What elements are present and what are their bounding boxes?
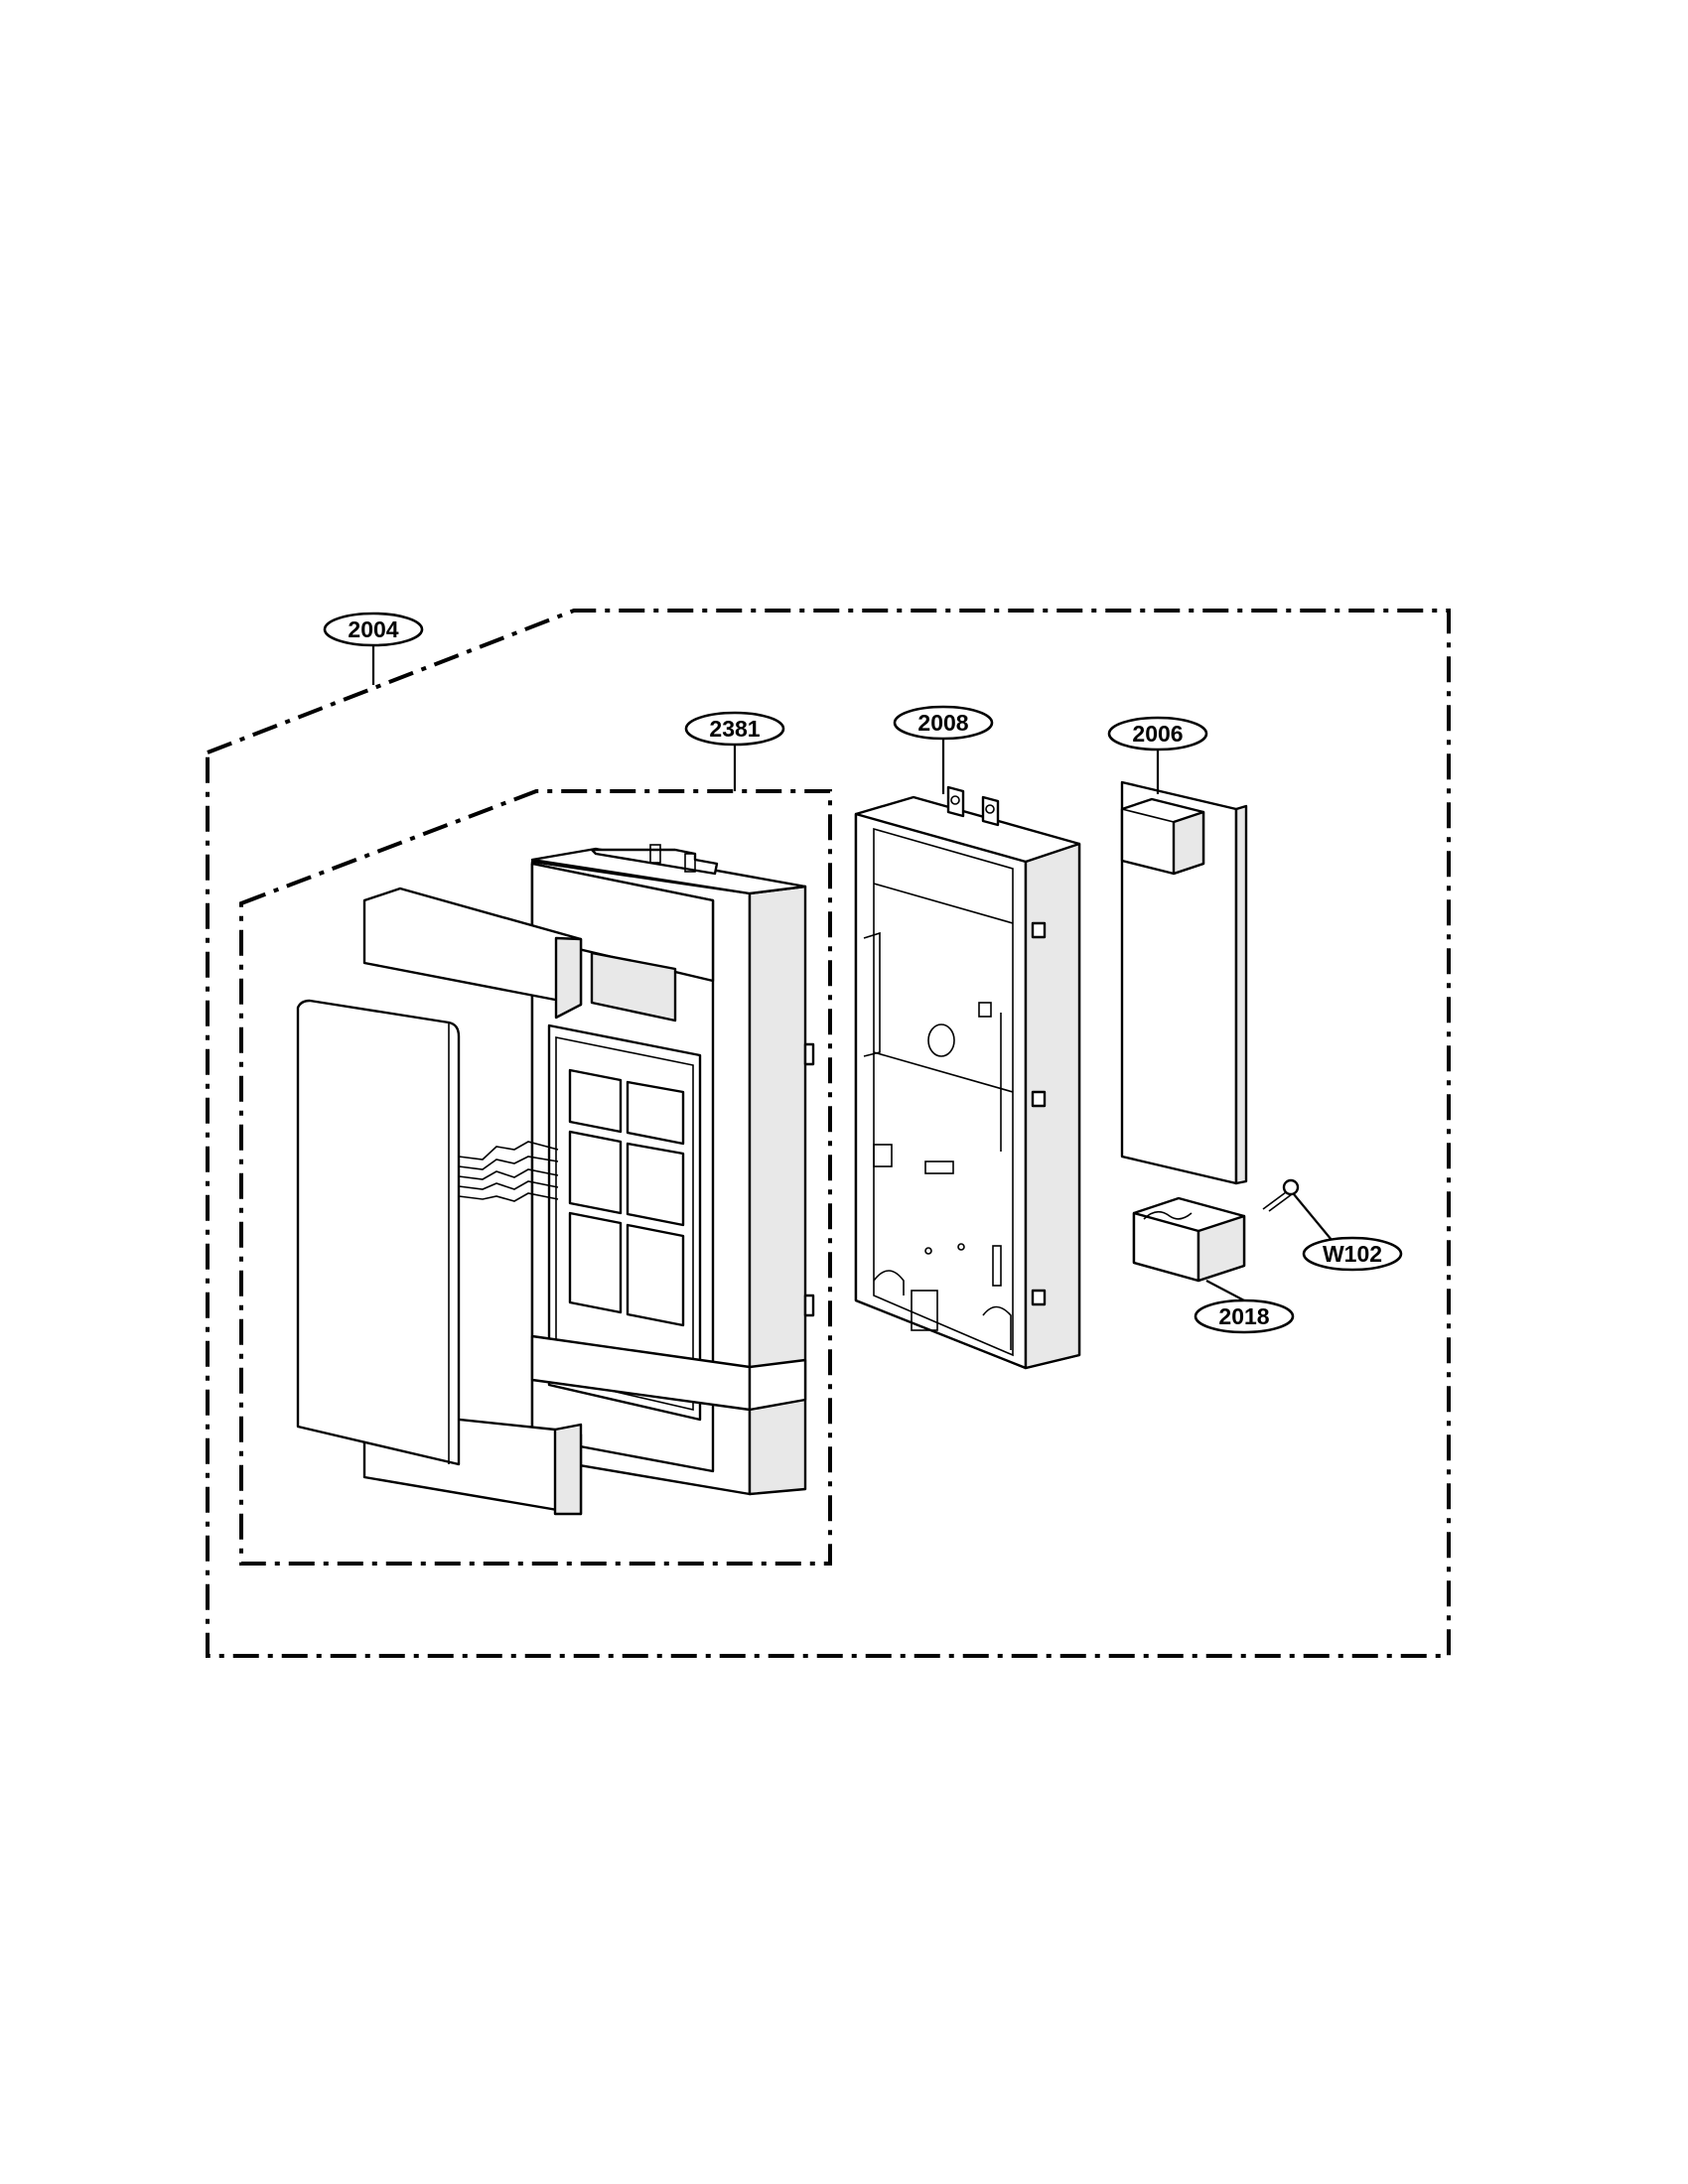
membrane-door-panel [296,999,559,1466]
svg-text:2018: 2018 [1218,1303,1269,1329]
control-panel-assembly [530,844,815,1496]
upper-trim-bar [362,887,583,1020]
assembly-2004-boundary [206,609,1451,1658]
callout-2006: 2006 [1107,716,1208,751]
svg-text:2008: 2008 [917,710,968,736]
callout-2381: 2381 [684,711,785,747]
callout-2018: 2018 [1194,1298,1295,1334]
assembly-2381-boundary [239,789,832,1566]
keypad-grid [568,1068,685,1327]
screw-w102 [1262,1178,1300,1212]
svg-text:2006: 2006 [1132,721,1183,747]
svg-text:2381: 2381 [709,716,760,742]
svg-text:W102: W102 [1323,1241,1382,1267]
leader-W102 [1293,1193,1333,1241]
bracket-frame-2008 [854,785,1081,1370]
svg-text:2004: 2004 [348,616,398,642]
callout-2008: 2008 [893,705,994,741]
relay-component-2018 [1132,1196,1246,1283]
control-board-2006 [1120,780,1248,1185]
callout-2004: 2004 [323,612,424,647]
leader-2018 [1205,1280,1245,1301]
callout-W102: W102 [1302,1236,1403,1272]
